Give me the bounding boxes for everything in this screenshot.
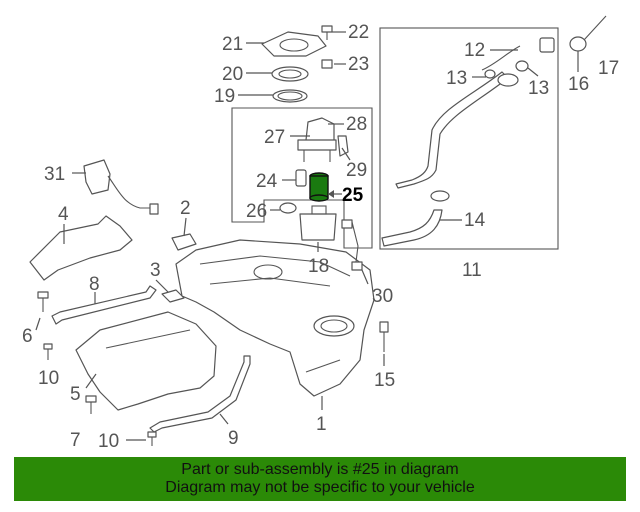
- callout-8: 8: [89, 274, 100, 295]
- callout-27: 27: [264, 127, 285, 148]
- part-12-vent-hose: [481, 45, 521, 71]
- callout-31: 31: [44, 164, 65, 185]
- banner-line-2: Diagram may not be specific to your vehi…: [165, 479, 475, 496]
- callout-17: 17: [598, 58, 619, 79]
- part-9-strap: [149, 355, 251, 433]
- banner-line-1: Part or sub-assembly is #25 in diagram: [181, 461, 459, 478]
- callout-18: 18: [308, 256, 329, 277]
- callout-30: 30: [372, 286, 393, 307]
- part-14-hose: [381, 209, 443, 247]
- part-26-seal: [279, 202, 297, 214]
- callout-9: 9: [228, 428, 239, 449]
- part-22-bolt: [321, 25, 333, 40]
- callout-7: 7: [70, 430, 81, 451]
- part-10-bolt-b: [147, 431, 157, 446]
- part-2-bracket: [171, 233, 197, 251]
- callout-21: 21: [222, 34, 243, 55]
- part-27-pump-housing: [297, 139, 337, 162]
- part-17-release-cable: [583, 15, 607, 41]
- part-13-clamp-a: [484, 69, 496, 79]
- filler-neck-group-box: [379, 27, 559, 250]
- part-18-pump-module: [299, 213, 337, 241]
- callout-29: 29: [346, 160, 367, 181]
- callout-15: 15: [374, 370, 395, 391]
- callout-14: 14: [464, 210, 486, 231]
- info-banner: Part or sub-assembly is #25 in diagram D…: [14, 457, 626, 501]
- part-24-regulator: [295, 169, 307, 187]
- callout-5: 5: [70, 384, 81, 405]
- callout-2: 2: [180, 198, 191, 219]
- part-3-pad: [161, 289, 185, 303]
- callout-10-a: 10: [38, 368, 59, 389]
- callout-11: 11: [462, 260, 482, 281]
- callout-13-a: 13: [446, 68, 467, 89]
- callout-10-b: 10: [98, 431, 119, 452]
- callout-22: 22: [348, 22, 369, 43]
- callout-19: 19: [214, 86, 235, 107]
- callout-26: 26: [246, 201, 267, 222]
- part-4-heat-shield: [29, 215, 133, 281]
- part-1-fuel-tank: [175, 239, 375, 397]
- part-5-lower-shield: [75, 311, 217, 411]
- callout-1: 1: [316, 414, 327, 435]
- callout-13-b: 13: [528, 78, 549, 99]
- callout-28: 28: [346, 114, 367, 135]
- callout-3: 3: [150, 260, 161, 281]
- part-11-filler-neck: [395, 71, 509, 189]
- part-8-strap: [51, 285, 157, 325]
- callout-16: 16: [568, 74, 589, 95]
- parts-diagram: 21 22 23 20 19 27 28 29 24 26 25 18 12 1…: [22, 15, 619, 452]
- leader-lines: [35, 31, 579, 441]
- part-25-fuel-filter: [309, 172, 329, 202]
- callout-6: 6: [22, 326, 33, 347]
- part-31-sensor: [83, 159, 159, 215]
- part-29-clip: [337, 135, 349, 157]
- callout-23: 23: [348, 54, 369, 75]
- callout-12: 12: [464, 40, 485, 61]
- part-10-bolt-a: [43, 343, 53, 360]
- part-7-bolt: [85, 395, 97, 414]
- callout-25: 25: [342, 185, 364, 206]
- part-20-lock-ring: [271, 66, 309, 82]
- part-23-nut: [321, 59, 333, 69]
- part-16-fuel-cap: [569, 36, 587, 52]
- callout-20: 20: [222, 64, 243, 85]
- part-6-bolt: [37, 291, 49, 312]
- callout-24: 24: [256, 171, 278, 192]
- part-15-fitting: [379, 321, 389, 352]
- callout-4: 4: [58, 204, 69, 225]
- fuel-pump-group-box: [231, 107, 373, 249]
- part-13-clamp-b: [515, 60, 529, 72]
- part-21-cover-plate: [261, 31, 327, 57]
